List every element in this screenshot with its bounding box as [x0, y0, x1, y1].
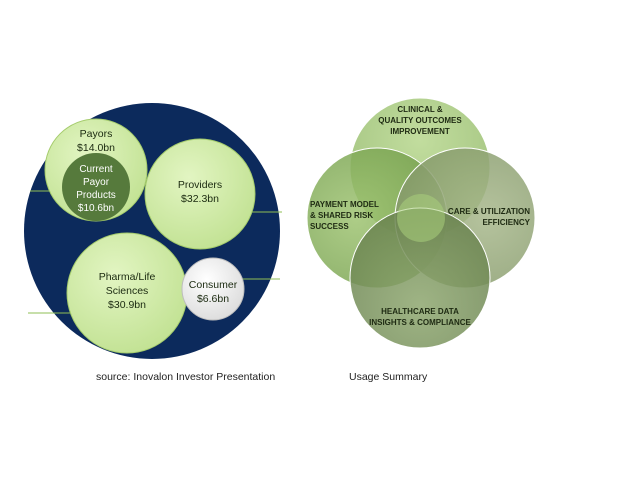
pharma-line-1: Pharma/Life	[99, 271, 156, 283]
providers-value: $32.3bn	[181, 193, 219, 205]
venn-left-line-3: SUCCESS	[310, 222, 349, 231]
payor-products-value: $10.6bn	[78, 203, 114, 214]
usage-venn	[306, 97, 536, 349]
payors-value: $14.0bn	[77, 142, 115, 154]
market-source-caption: source: Inovalon Investor Presentation	[96, 371, 276, 383]
venn-left-line-1: PAYMENT MODEL	[310, 200, 379, 209]
venn-bottom-line-1: HEALTHCARE DATA	[381, 307, 459, 316]
venn-left-line-2: & SHARED RISK	[310, 211, 373, 220]
venn-top-line-2: QUALITY OUTCOMES	[378, 116, 462, 125]
pharma-line-2: Sciences	[106, 285, 149, 297]
payor-products-line-2: Payor	[83, 177, 110, 188]
current-payor-products-circle	[62, 153, 130, 221]
pharma-value: $30.9bn	[108, 299, 146, 311]
consumer-circle	[181, 257, 245, 321]
consumer-value: $6.6bn	[197, 293, 229, 305]
consumer-label: Consumer	[189, 279, 238, 291]
venn-right-line-2: EFFICIENCY	[482, 218, 530, 227]
providers-label: Providers	[178, 179, 222, 191]
payor-products-line-3: Products	[76, 190, 115, 201]
usage-summary-caption: Usage Summary	[349, 371, 428, 383]
payors-label: Payors	[80, 128, 113, 140]
venn-top-line-3: IMPROVEMENT	[390, 127, 450, 136]
venn-bottom-line-2: INSIGHTS & COMPLIANCE	[369, 318, 471, 327]
payor-products-line-1: Current	[79, 164, 113, 175]
venn-top-line-1: CLINICAL &	[397, 105, 442, 114]
venn-center-highlight	[397, 194, 445, 242]
venn-right-line-1: CARE & UTILIZATION	[448, 207, 530, 216]
providers-circle	[144, 138, 256, 250]
